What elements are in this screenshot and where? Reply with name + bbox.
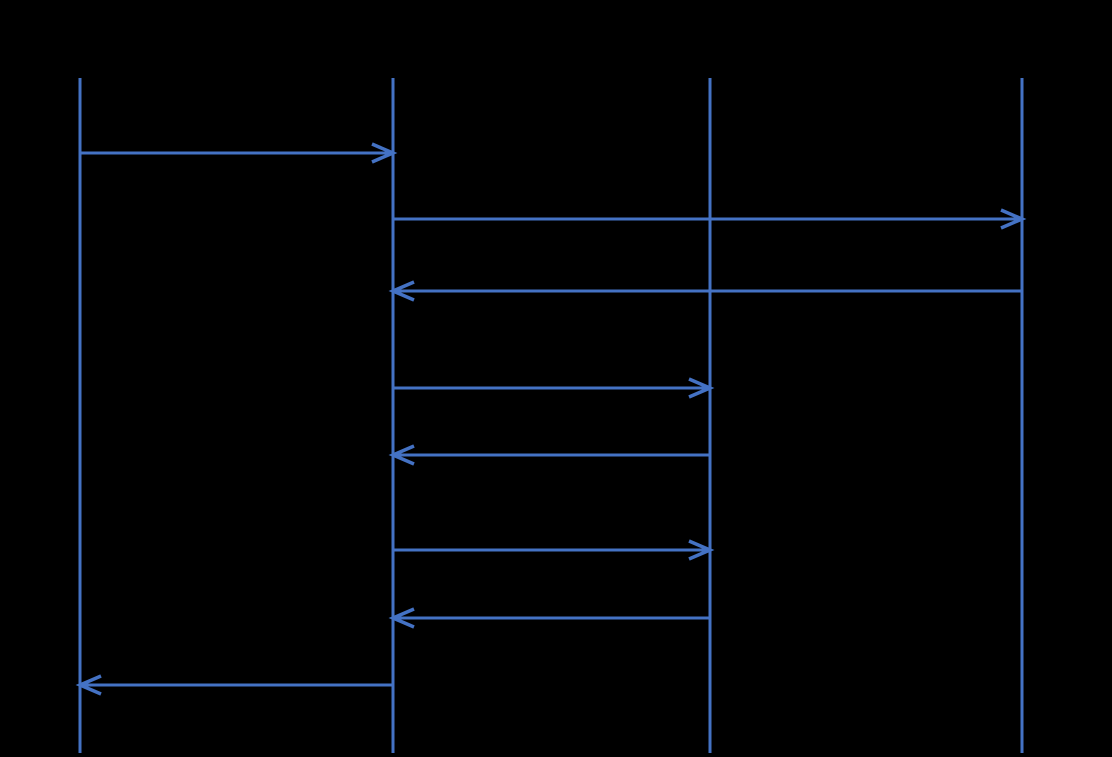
message-arrow-8-head-icon xyxy=(75,674,102,696)
message-arrow-6 xyxy=(393,539,715,561)
message-arrow-4 xyxy=(393,377,715,399)
message-arrow-5 xyxy=(388,444,710,466)
message-arrow-1-head-icon xyxy=(371,142,398,164)
message-arrow-5-head-icon xyxy=(388,444,415,466)
message-arrow-4-head-icon xyxy=(688,377,715,399)
message-arrow-3-head-icon xyxy=(388,280,415,302)
message-arrow-1 xyxy=(80,142,398,164)
message-arrow-2 xyxy=(393,208,1027,230)
message-arrow-7 xyxy=(388,607,710,629)
message-arrow-7-head-icon xyxy=(388,607,415,629)
message-arrow-6-head-icon xyxy=(688,539,715,561)
message-arrow-3 xyxy=(388,280,1022,302)
message-arrow-8 xyxy=(75,674,393,696)
message-arrow-2-head-icon xyxy=(1000,208,1027,230)
